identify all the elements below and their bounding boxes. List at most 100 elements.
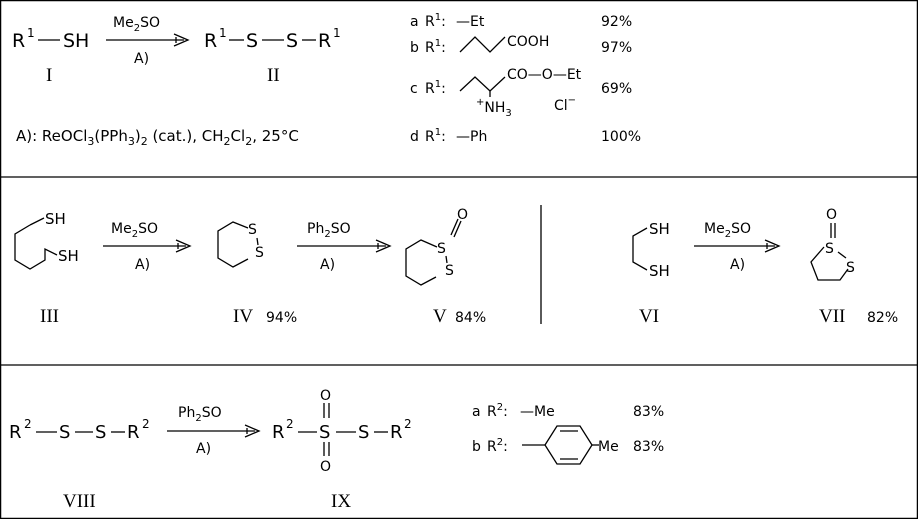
ammonium-group: +NH3 [476, 97, 512, 119]
product-r-right: R [318, 30, 331, 52]
r1-entry-b: b R1: COOH 97% [410, 34, 632, 56]
svg-text:S: S [95, 422, 106, 443]
svg-text:R2:: R2: [487, 402, 508, 420]
scheme1-reactant: R 1 SH [12, 26, 89, 52]
svg-text:Me2SO: Me2SO [704, 221, 751, 240]
scheme1-reagent: Me2SO [113, 15, 160, 34]
compound-IX-thiosulfonate: R 2 S O O S R 2 [272, 388, 412, 475]
yield-IV: 94% [266, 310, 297, 326]
sulfonyl-oxygen-bottom: O [320, 459, 331, 475]
svg-text:a: a [410, 14, 419, 30]
scheme2-arrow2: Ph2SO A) [297, 221, 392, 273]
svg-text:A): A) [196, 441, 211, 457]
svg-text:2: 2 [24, 417, 32, 431]
scheme1-conditions: A) [134, 51, 149, 67]
r2-entry-a: a R2: —Me 83% [472, 402, 664, 420]
svg-text:A): A) [320, 257, 335, 273]
r1-entry-c: c R1: CO—O—Et +NH3 Cl− 69% [410, 67, 632, 119]
r1-group-ethyl: —Et [456, 14, 485, 30]
compound-label-VI: VI [639, 306, 659, 327]
svg-text:R1:: R1: [425, 127, 446, 145]
scheme1-arrowhead [173, 33, 190, 47]
product-sulfur-1: S [246, 30, 258, 52]
compound-VII-dithiolane-oxide: O S S [810, 207, 855, 281]
thiol-group-bottom: SH [58, 247, 79, 265]
compound-label-III: III [40, 306, 59, 327]
svg-text:A): A) [135, 257, 150, 273]
ring-sulfur-2: S [255, 245, 264, 261]
reactant-r-superscript: 1 [27, 26, 35, 40]
product-r-left: R [204, 30, 217, 52]
compound-label-I: I [46, 65, 52, 86]
yield-V: 84% [455, 310, 486, 326]
svg-text:R: R [9, 422, 22, 443]
r1-group-cooh: COOH [507, 34, 549, 50]
chloride-counterion: Cl− [554, 95, 576, 114]
r2-group-methyl: —Me [520, 404, 555, 420]
r2-entry-b: b R2: Me 83% [472, 425, 664, 465]
amino-ester-chain [459, 76, 506, 92]
yield-c: 69% [601, 81, 632, 97]
reactant-thiol-group: SH [63, 30, 89, 52]
yield-d: 100% [601, 129, 641, 145]
compound-V-dithiane-oxide: S S O [405, 207, 468, 286]
compound-IV-dithiane: S S [217, 221, 264, 268]
compound-label-IV: IV [233, 306, 253, 327]
yield-b: 97% [601, 40, 632, 56]
scheme3-arrow: Me2SO A) [694, 221, 781, 273]
svg-text:A): A) [730, 257, 745, 273]
yield-r2-a: 83% [633, 404, 664, 420]
product-sulfur-2: S [286, 30, 298, 52]
scheme1-product: R 1 S S R 1 [204, 26, 341, 52]
svg-text:c: c [410, 81, 418, 97]
compound-VIII-disulfide: R 2 S S R 2 [9, 417, 150, 443]
compound-label-IX: IX [331, 491, 351, 512]
scheme4-arrow: Ph2SO A) [167, 405, 261, 457]
compound-label-II: II [267, 65, 280, 86]
r1-group-phenyl: —Ph [456, 129, 487, 145]
svg-text:R: R [390, 422, 403, 443]
svg-text:b: b [410, 40, 419, 56]
r1-entry-d: d R1: —Ph 100% [410, 127, 641, 145]
svg-text:Ph2SO: Ph2SO [307, 221, 351, 240]
svg-text:S: S [358, 422, 369, 443]
svg-text:R: R [272, 422, 285, 443]
dithiolane-sulfur-1: S [825, 241, 834, 257]
compound-label-VII: VII [819, 306, 845, 327]
yield-a: 92% [601, 14, 632, 30]
svg-text:R: R [127, 422, 140, 443]
svg-text:1: 1 [219, 26, 227, 40]
compound-label-V: V [433, 306, 447, 327]
scheme1-arrow: Me2SO A) [106, 15, 190, 67]
sulfonyl-oxygen-top: O [320, 388, 331, 404]
reactant-r-symbol: R [12, 30, 25, 52]
svg-text:S: S [59, 422, 70, 443]
svg-text:b: b [472, 439, 481, 455]
svg-text:1: 1 [333, 26, 341, 40]
svg-text:Ph2SO: Ph2SO [178, 405, 222, 424]
thiol-group-upper: SH [649, 220, 670, 238]
thiol-group-top: SH [45, 210, 66, 228]
svg-text:R1:: R1: [425, 12, 446, 30]
oxide-sulfur-1: S [437, 241, 446, 257]
scheme2-arrow1: Me2SO A) [103, 221, 192, 273]
compound-label-VIII: VIII [63, 491, 96, 512]
compound-III-dithiol: SH SH [14, 210, 79, 270]
ring-sulfur-1: S [248, 222, 257, 238]
sulfonyl-sulfur: S [319, 422, 330, 443]
svg-text:2: 2 [286, 417, 294, 431]
r1-group-ester: CO—O—Et [507, 67, 582, 83]
compound-VI-propanedithiol: SH SH [632, 220, 670, 280]
svg-text:2: 2 [404, 417, 412, 431]
svg-text:Me2SO: Me2SO [111, 221, 158, 240]
svg-text:R1:: R1: [425, 38, 446, 56]
oxide-sulfur-2: S [445, 263, 454, 279]
svg-text:a: a [472, 404, 481, 420]
sulfoxide-oxygen: O [457, 207, 468, 223]
yield-r2-b: 83% [633, 439, 664, 455]
svg-text:R1:: R1: [425, 79, 446, 97]
tolyl-methyl: Me [598, 439, 619, 455]
svg-text:2: 2 [142, 417, 150, 431]
